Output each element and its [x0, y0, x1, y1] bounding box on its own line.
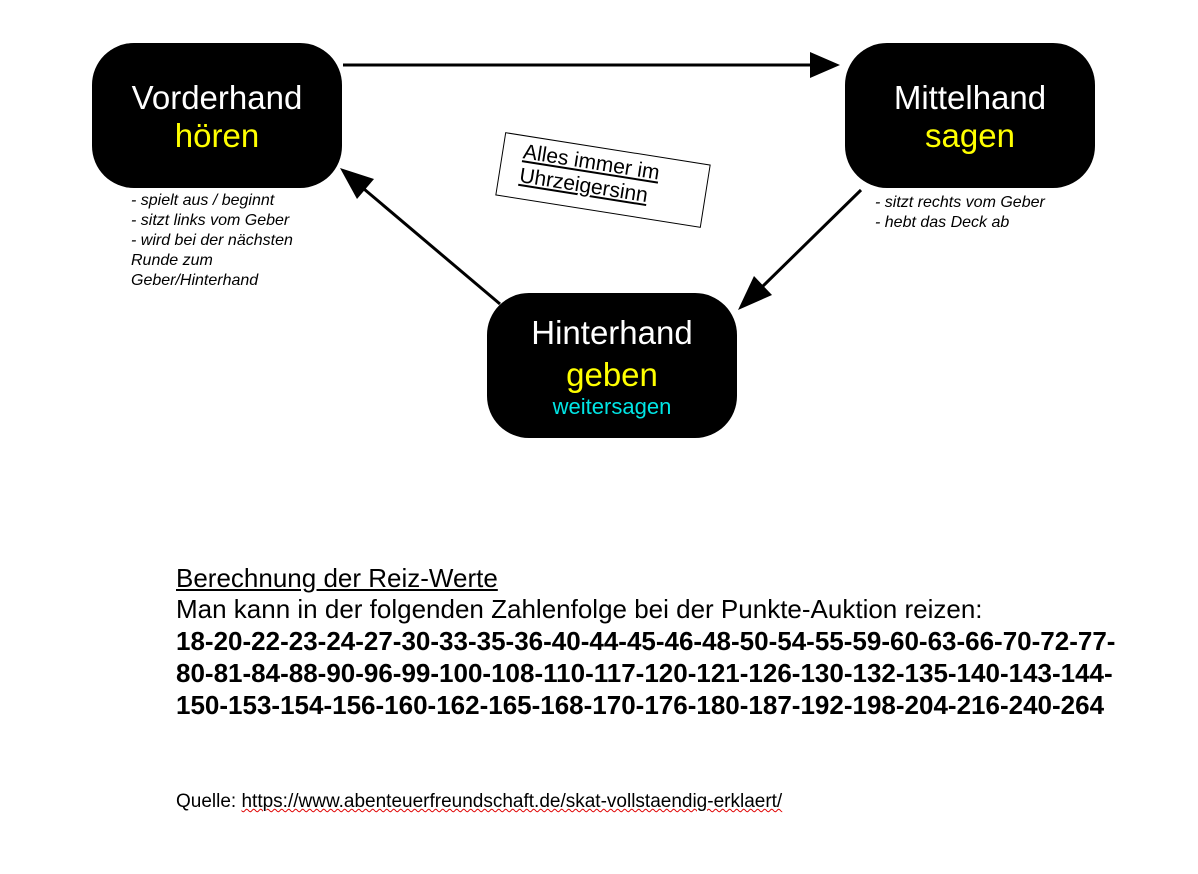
- vorderhand-notes: - spielt aus / beginnt - sitzt links vom…: [131, 191, 321, 291]
- hinterhand-role: Hinterhand: [531, 314, 693, 351]
- source-link[interactable]: https://www.abenteuerfreundschaft.de/ska…: [241, 791, 783, 812]
- node-vorderhand: Vorderhand hören: [92, 43, 342, 188]
- arrowhead-vorderhand: [340, 168, 374, 199]
- arrowhead-hinterhand: [738, 276, 772, 310]
- mittelhand-note: - hebt das Deck ab: [875, 214, 1010, 231]
- mittelhand-notes: - sitzt rechts vom Geber - hebt das Deck…: [875, 193, 1115, 233]
- mittelhand-note: - sitzt rechts vom Geber: [875, 194, 1045, 211]
- source-line: Quelle: https://www.abenteuerfreundschaf…: [176, 790, 782, 814]
- vorderhand-role: Vorderhand: [131, 79, 303, 116]
- vorderhand-note: - sitzt links vom Geber: [131, 212, 290, 229]
- vorderhand-note: - spielt aus / beginnt: [131, 192, 275, 209]
- node-mittelhand: Mittelhand sagen: [845, 43, 1095, 188]
- calculation-section: Berechnung der Reiz-Werte Man kann in de…: [176, 563, 1136, 721]
- bid-values: 18-​20-​22-​23-​24-​27-​30-​33-​35-​36-​…: [176, 626, 1116, 720]
- hinterhand-extra: weitersagen: [552, 394, 672, 419]
- calculation-title: Berechnung der Reiz-Werte: [176, 563, 498, 593]
- arrowhead-mittelhand: [810, 52, 840, 78]
- vorderhand-action: hören: [174, 117, 260, 154]
- arrow-hinterhand-to-vorderhand: [363, 187, 501, 306]
- hinterhand-action: geben: [566, 356, 658, 393]
- node-hinterhand: Hinterhand geben weitersagen: [487, 293, 737, 438]
- mittelhand-role: Mittelhand: [893, 79, 1047, 116]
- mittelhand-action: sagen: [925, 117, 1015, 154]
- vorderhand-note: - wird bei der nächsten Runde zum Geber/…: [131, 232, 293, 289]
- arrow-mittelhand-to-hinterhand: [761, 188, 863, 288]
- source-label: Quelle:: [176, 791, 237, 812]
- calculation-intro: Man kann in der folgenden Zahlenfolge be…: [176, 594, 983, 624]
